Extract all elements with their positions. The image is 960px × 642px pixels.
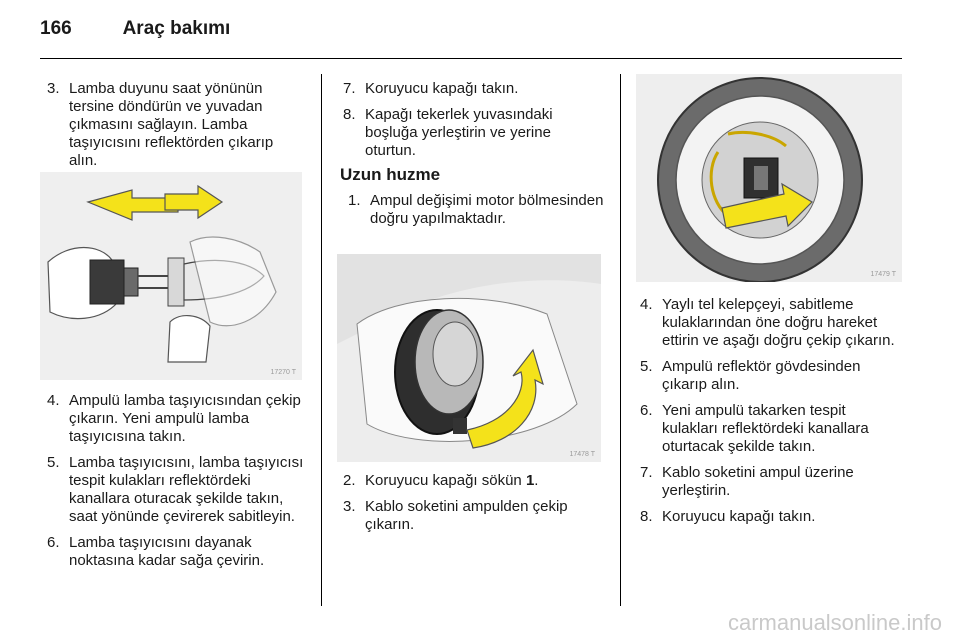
column-2: 7.Koruyucu kapağı takın. 8.Kapağı tekerl… <box>343 80 605 168</box>
list-item: 6.Lamba taşıyıcısını dayanak noktasına k… <box>47 534 265 569</box>
figure-code: 17478 T <box>569 451 595 458</box>
column-2-lower: 2.Koruyucu kapağı sökün 1. 3.Kablo soket… <box>343 472 605 542</box>
list-item: 5.Ampulü reflektör gövdesinden çıkarıp a… <box>640 358 861 393</box>
rotate-arrow-icon <box>466 348 544 449</box>
header-rule <box>40 58 902 59</box>
section-high-beam: Uzun huzme 1.Ampul değişimi motor bölmes… <box>340 166 605 236</box>
figure-code: 17270 T <box>270 369 296 376</box>
watermark: carmanualsonline.info <box>727 610 942 635</box>
column-divider-1 <box>321 74 322 606</box>
list-item: 1.Ampul değişimi motor bölmesinden doğru… <box>348 192 604 227</box>
list-item: 4.Yaylı tel kelepçeyi, sabitleme kulakla… <box>640 296 895 349</box>
figure-code: 17479 T <box>870 271 896 278</box>
list-item: 4.Ampulü lamba taşıyıcısından çekip çıka… <box>47 392 301 445</box>
hand-right-icon <box>189 236 277 327</box>
wire-clip-icon <box>727 131 787 148</box>
protective-cap-illustration <box>337 254 601 462</box>
list-item: 3.Kablo soketini ampulden çekip çıkarın. <box>343 498 568 533</box>
column-divider-2 <box>620 74 621 606</box>
list-item: 8.Koruyucu kapağı takın. <box>640 508 816 525</box>
bulb-removal-figure: 17479 T <box>636 74 902 282</box>
list-item: 6.Yeni ampulü takarken tespit kulakları … <box>640 402 869 455</box>
page-header: 166 Araç bakımı <box>40 18 230 40</box>
section-heading: Uzun huzme <box>340 165 441 184</box>
protective-cap-figure: 17478 T <box>337 254 601 462</box>
pull-arrow-icon <box>721 182 813 229</box>
page-title: Araç bakımı <box>122 18 231 39</box>
bulb-holder-figure: 17270 T <box>40 172 302 380</box>
column-3: 4.Yaylı tel kelepçeyi, sabitleme kulakla… <box>640 296 902 534</box>
list-item: 7.Koruyucu kapağı takın. <box>343 80 519 97</box>
bulb-removal-illustration <box>636 74 902 282</box>
bulb-holder-illustration <box>40 172 302 380</box>
list-item: 5.Lamba taşıyıcısını, lamba taşıyıcısı t… <box>47 454 304 525</box>
list-item: 3.Lamba duyunu saat yönünün tersine dönd… <box>47 80 274 169</box>
list-item: 7.Kablo soketini ampul üzerine yerleştir… <box>640 464 854 499</box>
lamp-holder-icon <box>89 259 125 305</box>
list-item: 8.Kapağı tekerlek yuvasındaki boşluğa ye… <box>343 106 553 159</box>
column-1: 3.Lamba duyunu saat yönünün tersine dönd… <box>47 80 305 178</box>
right-arrow-icon <box>164 184 224 220</box>
column-1-lower: 4.Ampulü lamba taşıyıcısından çekip çıka… <box>47 392 309 578</box>
page-number: 166 <box>40 18 72 39</box>
list-item: 2.Koruyucu kapağı sökün 1. <box>343 472 539 489</box>
